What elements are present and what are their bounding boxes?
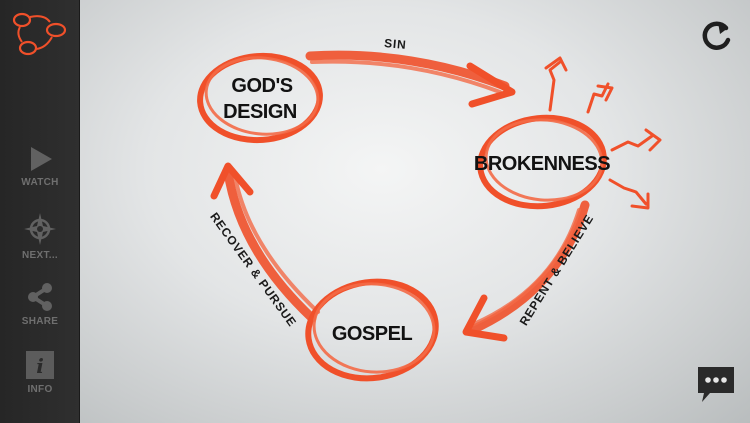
- gospel-circle: [305, 278, 439, 382]
- refresh-icon[interactable]: [696, 16, 736, 56]
- edge-label-repent-believe: REPENT & BELIEVE: [517, 212, 597, 328]
- sidebar: WATCH NEXT... SHARE i INFO: [0, 0, 80, 423]
- repent-believe-arrow: [462, 200, 590, 342]
- share-icon: [28, 283, 52, 311]
- play-icon: [31, 147, 52, 171]
- gods-design-circle: [197, 52, 323, 144]
- compass-icon: [24, 213, 56, 245]
- recover-pursue-arrow: [210, 162, 320, 323]
- cycle-diagram: GOD'S DESIGN BROKENNESS GOSPEL SIN REPEN…: [197, 36, 662, 382]
- sidebar-item-share[interactable]: SHARE: [0, 282, 80, 327]
- node-gods-design-line2: DESIGN: [223, 101, 297, 123]
- svg-text:i: i: [36, 354, 44, 378]
- chat-icon[interactable]: [696, 365, 736, 405]
- sidebar-item-info[interactable]: i INFO: [0, 350, 80, 395]
- sidebar-item-next[interactable]: NEXT...: [0, 212, 80, 261]
- brokenness-burst: [544, 56, 662, 210]
- sidebar-item-watch[interactable]: WATCH: [0, 145, 80, 188]
- sidebar-item-label: INFO: [27, 384, 53, 395]
- sidebar-item-label: SHARE: [21, 316, 59, 327]
- diagram-canvas: GOD'S DESIGN BROKENNESS GOSPEL SIN REPEN…: [80, 0, 750, 423]
- edge-label-sin: SIN: [384, 36, 408, 52]
- sin-arrow: [305, 50, 516, 108]
- node-brokenness: BROKENNESS: [474, 153, 610, 175]
- info-icon: i: [26, 351, 54, 379]
- app-logo-icon[interactable]: [8, 8, 70, 58]
- brokenness-circle: [477, 114, 607, 210]
- node-gods-design-line1: GOD'S: [231, 75, 292, 97]
- sidebar-item-label: NEXT...: [22, 250, 58, 261]
- sidebar-item-label: WATCH: [21, 177, 59, 188]
- node-gospel: GOSPEL: [332, 323, 413, 345]
